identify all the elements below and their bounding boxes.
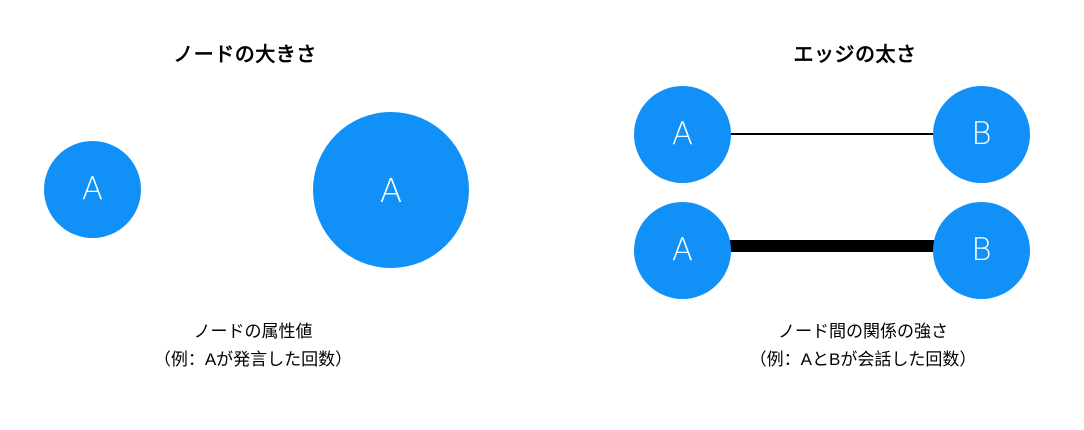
caption-line-1: ノードの属性値	[193, 322, 313, 341]
edge-thick	[725, 240, 940, 252]
node-label: A	[379, 170, 403, 210]
right-panel-caption: ノード間の関係の強さ （例：AとBが会話した回数）	[750, 318, 977, 374]
left-panel-title: ノードの大きさ	[173, 44, 317, 66]
right-panel-title: エッジの太さ	[793, 44, 917, 66]
node-label: A	[671, 116, 694, 152]
node-b-thin-pair: B	[933, 86, 1030, 183]
caption-line-1: ノード間の関係の強さ	[778, 322, 948, 341]
node-label: A	[81, 171, 104, 207]
node-a-thin-pair: A	[634, 86, 731, 183]
node-a-thick-pair: A	[634, 202, 731, 299]
caption-line-2: （例：AとBが会話した回数）	[749, 350, 977, 369]
node-label: B	[971, 232, 992, 268]
node-b-thick-pair: B	[933, 202, 1030, 299]
edge-thin	[725, 133, 940, 135]
node-large-a: A	[313, 112, 469, 268]
node-small-a: A	[44, 141, 141, 238]
caption-line-2: （例：Aが発言した回数）	[153, 350, 353, 369]
left-panel-caption: ノードの属性値 （例：Aが発言した回数）	[154, 318, 352, 374]
node-label: B	[971, 116, 992, 152]
node-label: A	[671, 232, 694, 268]
